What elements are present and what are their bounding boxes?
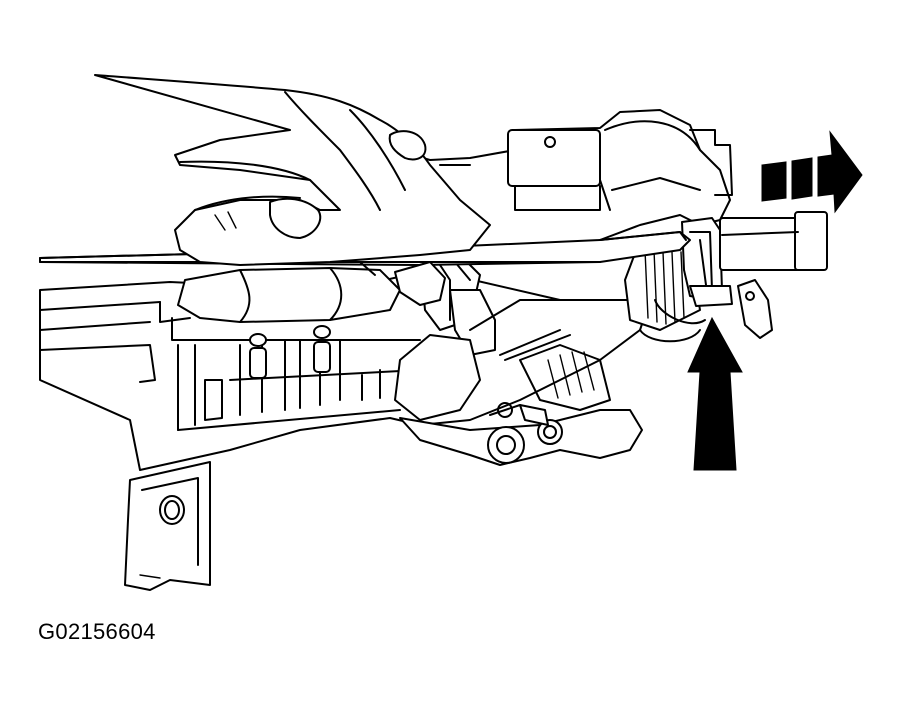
technician-hand: [95, 75, 490, 322]
up-arrow-icon: [688, 318, 742, 470]
electrical-connector: [682, 212, 827, 338]
ribbed-collar: [625, 240, 705, 341]
figure-id-label: G02156604: [38, 619, 156, 644]
pivot-lever: [400, 403, 642, 465]
triple-dash-right-arrow-icon: [762, 132, 862, 212]
lower-mounting-tab: [125, 462, 210, 590]
steering-shaft: [395, 255, 610, 420]
mounting-bracket: [40, 270, 650, 470]
